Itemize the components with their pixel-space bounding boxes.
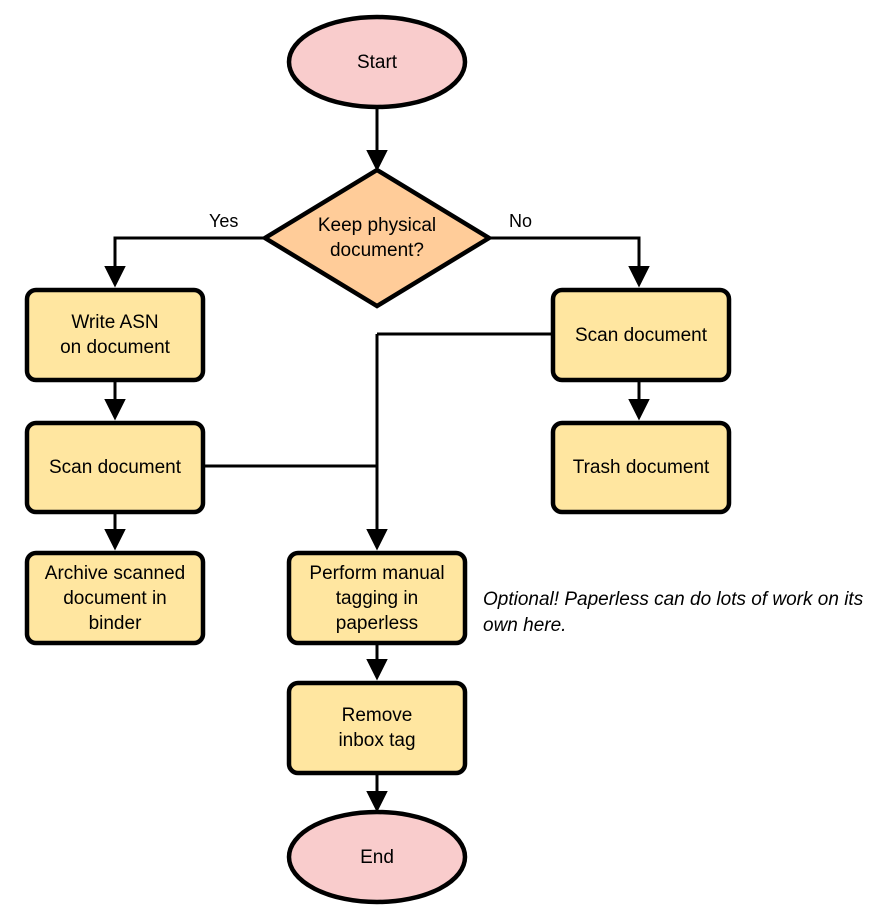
optional-note-annotation: Optional! Paperless can do lots of work …	[483, 589, 864, 636]
node-write-asn-shape	[24, 287, 206, 383]
edge-label-no: No	[509, 211, 533, 231]
edge-decision-yes-to-write-asn	[104, 236, 265, 288]
edge-label-yes: Yes	[209, 211, 239, 231]
node-archive-shape	[24, 550, 206, 646]
node-scan-left-shape	[24, 420, 206, 515]
node-decision-shape	[260, 167, 494, 309]
node-tagging-shape	[286, 550, 468, 646]
node-remove-inbox-tag-shape	[286, 680, 468, 776]
node-trash-shape	[550, 420, 732, 515]
node-start-shape	[286, 14, 468, 110]
connector-group	[104, 104, 650, 813]
node-scan-right-shape	[550, 287, 732, 383]
edge-decision-no-to-scan-right	[489, 236, 650, 288]
node-end-shape	[286, 809, 468, 905]
